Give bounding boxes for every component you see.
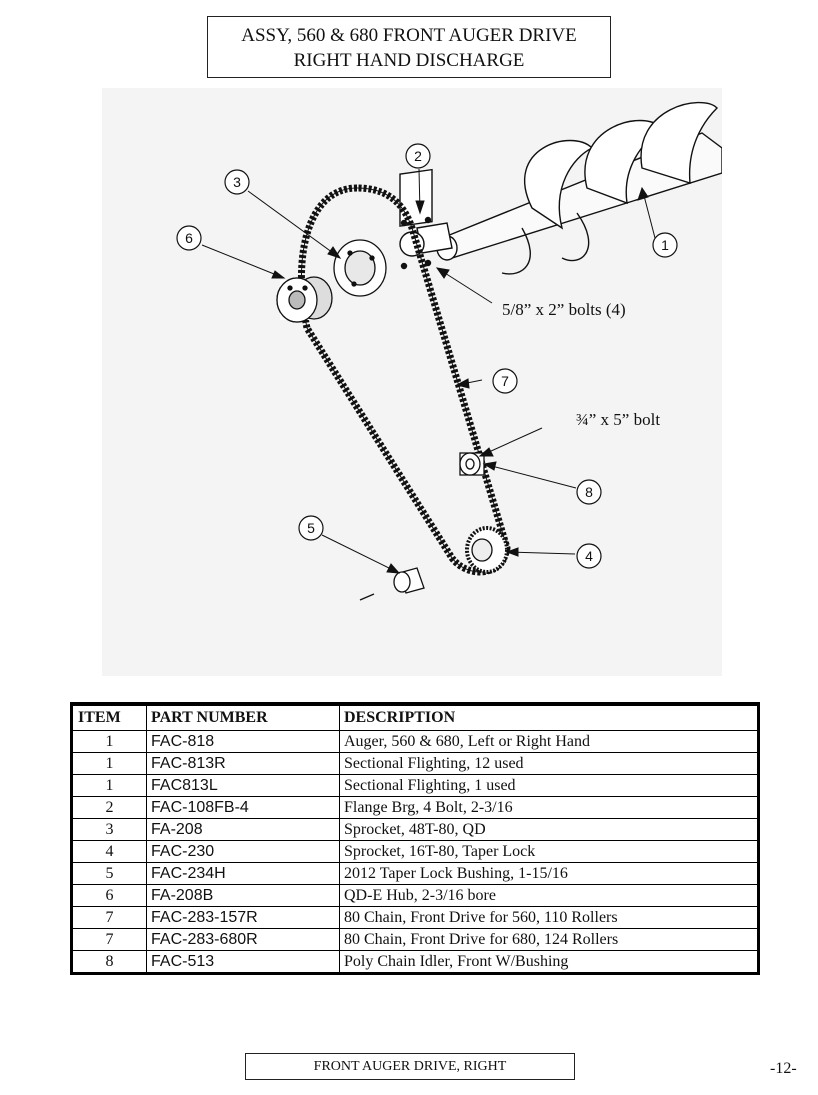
- part-number-cell: FAC813L: [146, 774, 340, 797]
- item-cell: 5: [70, 862, 147, 885]
- title-line-1: ASSY, 560 & 680 FRONT AUGER DRIVE: [241, 25, 577, 46]
- callout-1: [652, 232, 678, 258]
- footer-label: FRONT AUGER DRIVE, RIGHT: [245, 1053, 575, 1080]
- part-number-cell: FAC-108FB-4: [146, 796, 340, 819]
- taper-lock-bushing: [359, 567, 425, 601]
- drive-chain: [298, 184, 511, 576]
- description-cell: QD-E Hub, 2-3/16 bore: [339, 884, 760, 907]
- part-number-cell: FAC-234H: [146, 862, 340, 885]
- description-cell: 2012 Taper Lock Bushing, 1-15/16: [339, 862, 760, 885]
- item-cell: 7: [70, 906, 147, 929]
- table-header-row: ITEM PART NUMBER DESCRIPTION: [70, 702, 760, 731]
- item-cell: 7: [70, 928, 147, 951]
- page-number: -12-: [770, 1060, 797, 1077]
- description-cell: Auger, 560 & 680, Left or Right Hand: [339, 730, 760, 753]
- callout-8-label: 8: [585, 484, 593, 500]
- item-cell: 6: [70, 884, 147, 907]
- item-cell: 4: [70, 840, 147, 863]
- item-cell: 3: [70, 818, 147, 841]
- header-description: DESCRIPTION: [339, 702, 760, 731]
- qd-hub: [276, 276, 333, 323]
- large-sprocket: [333, 239, 387, 297]
- part-number-cell: FAC-813R: [146, 752, 340, 775]
- callout-1-label: 1: [661, 237, 669, 253]
- item-cell: 1: [70, 774, 147, 797]
- description-cell: 80 Chain, Front Drive for 560, 110 Rolle…: [339, 906, 760, 929]
- description-cell: Sprocket, 16T-80, Taper Lock: [339, 840, 760, 863]
- callout-2-label: 2: [414, 148, 422, 164]
- callout-3-label: 3: [233, 174, 241, 190]
- callout-5: [298, 515, 324, 541]
- title-line-2: RIGHT HAND DISCHARGE: [293, 50, 525, 71]
- part-number-cell: FAC-283-680R: [146, 928, 340, 951]
- callout-3: [224, 169, 250, 195]
- part-number-cell: FA-208B: [146, 884, 340, 907]
- callout-6: [176, 225, 202, 251]
- description-cell: Sprocket, 48T-80, QD: [339, 818, 760, 841]
- description-cell: Sectional Flighting, 1 used: [339, 774, 760, 797]
- callout-8: [576, 479, 602, 505]
- callout-7: [492, 368, 518, 394]
- leader-lines: [201, 168, 656, 574]
- description-cell: Flange Brg, 4 Bolt, 2-3/16: [339, 796, 760, 819]
- callout-4-label: 4: [585, 548, 593, 564]
- callout-4: [576, 543, 602, 569]
- flange-bolts-annotation: 5/8” x 2” bolts (4): [502, 300, 626, 319]
- part-number-cell: FAC-230: [146, 840, 340, 863]
- description-cell: 80 Chain, Front Drive for 680, 124 Rolle…: [339, 928, 760, 951]
- item-cell: 2: [70, 796, 147, 819]
- description-cell: Sectional Flighting, 12 used: [339, 752, 760, 775]
- chain-idler: [459, 452, 485, 476]
- item-cell: 1: [70, 730, 147, 753]
- callout-5-label: 5: [307, 520, 315, 536]
- title-box: ASSY, 560 & 680 FRONT AUGER DRIVE RIGHT …: [207, 16, 611, 78]
- header-part-number: PART NUMBER: [146, 702, 340, 731]
- item-cell: 8: [70, 950, 147, 975]
- auger-drive-diagram: 1 2 3 4 5 6 7 8 5/8” x 2” bolts (4) ¾” x…: [102, 88, 722, 676]
- callout-7-label: 7: [501, 373, 509, 389]
- part-number-cell: FAC-283-157R: [146, 906, 340, 929]
- auger-illustration: [416, 101, 722, 275]
- small-sprocket: [465, 526, 509, 574]
- idler-bolt-annotation: ¾” x 5” bolt: [576, 410, 660, 429]
- item-cell: 1: [70, 752, 147, 775]
- part-number-cell: FA-208: [146, 818, 340, 841]
- callout-2: [405, 143, 431, 169]
- description-cell: Poly Chain Idler, Front W/Bushing: [339, 950, 760, 975]
- part-number-cell: FAC-513: [146, 950, 340, 975]
- callout-6-label: 6: [185, 230, 193, 246]
- header-item: ITEM: [70, 702, 147, 731]
- part-number-cell: FAC-818: [146, 730, 340, 753]
